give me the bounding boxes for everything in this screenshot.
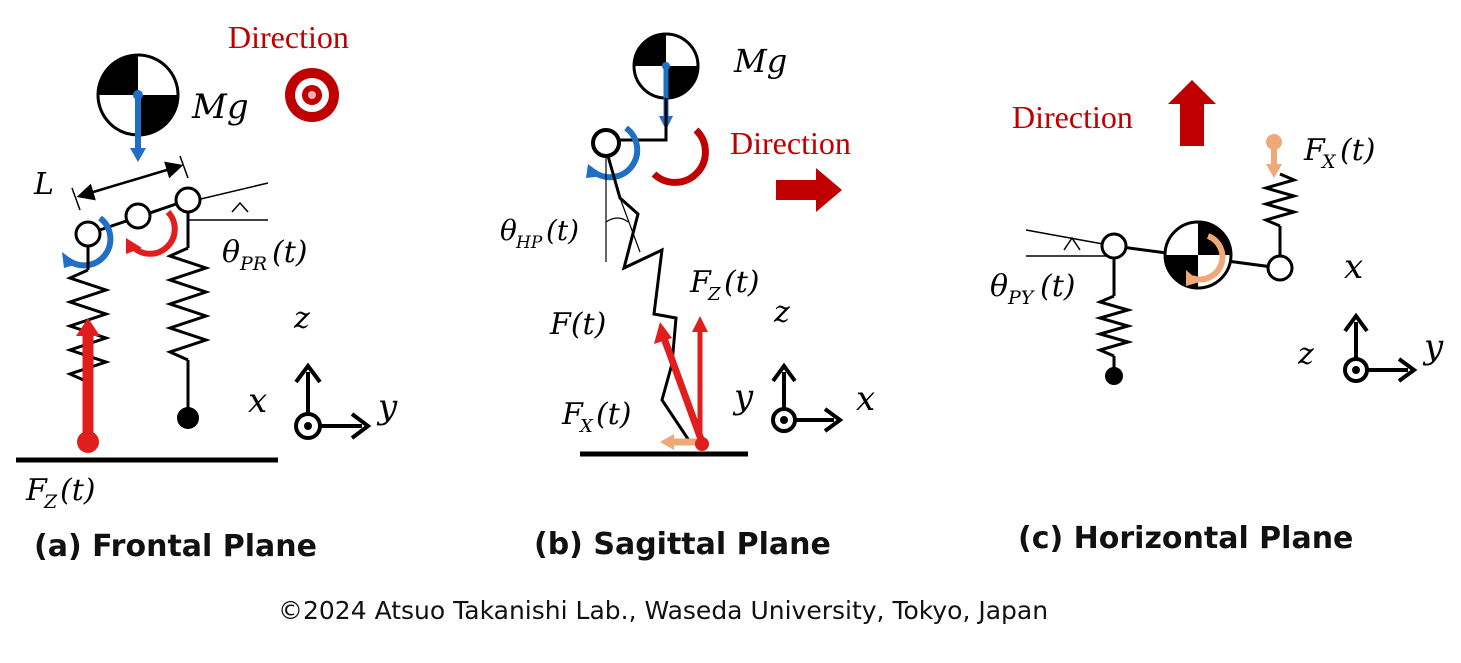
svg-text:PR: PR (239, 253, 267, 275)
svg-text:x: x (1344, 247, 1363, 287)
mg-label: Mg (191, 87, 249, 127)
hip-joint (591, 128, 621, 158)
svg-text:Z: Z (43, 491, 58, 513)
left-foot (1105, 367, 1123, 385)
right-foot (177, 407, 199, 429)
theta-hp-label: θ HP (t) (500, 214, 579, 253)
f-label: F(t) (549, 307, 606, 342)
left-leg-spring (65, 268, 111, 384)
svg-text:(t): (t) (1040, 269, 1075, 304)
hip-joint-left (1100, 232, 1128, 260)
right-leg-spring (165, 246, 211, 362)
gravity-arrow (130, 90, 146, 162)
length-label: L (33, 167, 54, 202)
svg-text:y: y (1422, 327, 1444, 367)
svg-text:X: X (578, 416, 594, 437)
direction-label: Direction (730, 125, 851, 161)
direction-label: Direction (1012, 99, 1133, 135)
fz-label: F Z (t) (689, 265, 759, 305)
direction-arrow (776, 168, 842, 212)
right-spring (1260, 172, 1300, 228)
svg-text:z: z (1297, 337, 1314, 372)
svg-text:θ: θ (990, 269, 1008, 304)
svg-text:X: X (1320, 151, 1337, 173)
svg-text:(t): (t) (1340, 133, 1375, 168)
caption-sagittal: (b) Sagittal Plane (534, 527, 831, 562)
yaw-rotation-arc (1190, 233, 1226, 283)
direction-into-page-icon (285, 68, 339, 122)
red-rotation-arc (129, 209, 178, 257)
svg-text:y: y (376, 387, 398, 427)
svg-text:(t): (t) (724, 265, 759, 300)
caption-frontal: (a) Frontal Plane (34, 529, 317, 564)
leg-force-arrow (660, 336, 706, 444)
leg-spring (606, 155, 692, 443)
panel-frontal: Mg Direction L (16, 19, 398, 564)
hip-joint-right (174, 186, 202, 214)
svg-text:z: z (773, 295, 790, 330)
caption-horizontal: (c) Horizontal Plane (1018, 521, 1353, 556)
red-rotation-arc (651, 127, 709, 186)
direction-label: Direction (228, 19, 349, 55)
horizontal-axes: x z y (1297, 247, 1444, 383)
svg-text:Z: Z (707, 284, 721, 305)
svg-text:PY: PY (1007, 287, 1036, 309)
length-dimension (76, 161, 184, 201)
svg-text:(t): (t) (60, 473, 95, 508)
left-spring (1094, 294, 1134, 358)
sagittal-axes: z y x (732, 295, 875, 433)
svg-text:F: F (689, 265, 712, 300)
fx-label: F X (t) (561, 397, 631, 437)
pelvis-center-joint (124, 202, 152, 230)
frontal-axes: z x y (248, 301, 398, 440)
svg-text:z: z (293, 301, 310, 336)
svg-text:(t): (t) (272, 235, 307, 270)
mg-label: Mg (733, 42, 787, 80)
svg-text:F: F (1303, 133, 1326, 168)
theta-pr-label: θ PR (t) (222, 235, 307, 275)
svg-text:F: F (25, 473, 48, 508)
fz-label: F Z (t) (25, 473, 95, 513)
fx-label: F X (t) (1303, 133, 1375, 173)
svg-text:θ: θ (222, 235, 240, 270)
blue-rotation-arc (592, 125, 641, 181)
svg-text:(t): (t) (596, 397, 631, 432)
svg-text:x: x (248, 381, 267, 421)
theta-py-label: θ PY (t) (990, 269, 1075, 309)
svg-text:(t): (t) (546, 214, 579, 247)
svg-text:y: y (732, 377, 754, 417)
direction-arrow (1168, 80, 1216, 146)
hip-joint-right (1266, 254, 1294, 282)
blue-rotation-arc (66, 215, 114, 269)
svg-text:x: x (856, 379, 875, 419)
copyright-notice: ©2024 Atsuo Takanishi Lab., Waseda Unive… (278, 596, 1048, 625)
panel-horizontal: Direction F X (t) (990, 80, 1444, 556)
svg-text:θ: θ (500, 214, 517, 247)
svg-text:F: F (561, 397, 584, 432)
hip-joint-left (74, 220, 102, 248)
panel-sagittal: Mg Direction θ HP (t) F(t) F Z (t) (500, 32, 875, 562)
svg-text:HP: HP (515, 233, 543, 253)
